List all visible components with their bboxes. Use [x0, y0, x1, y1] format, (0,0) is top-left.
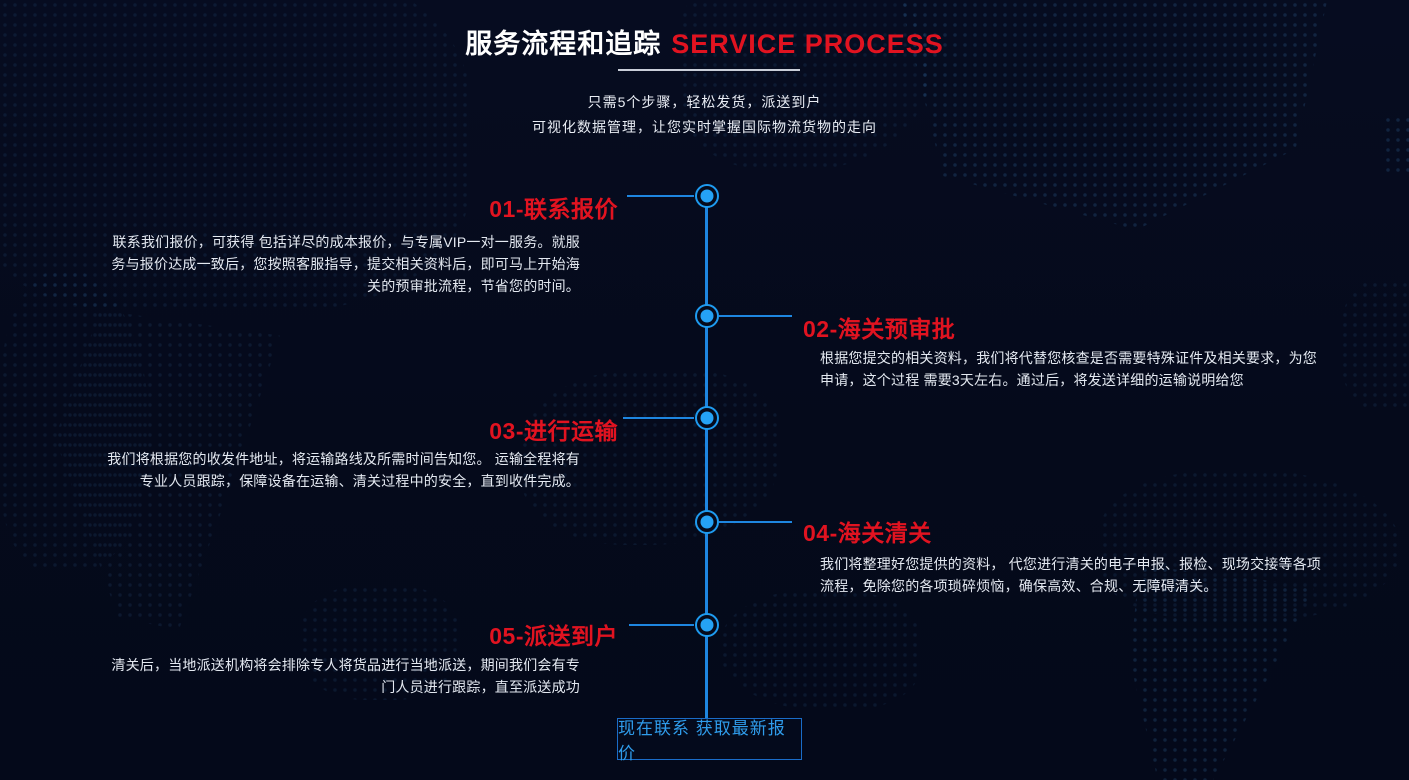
step-5-description: 清关后，当地派送机构将会排除专人将货品进行当地派送，期间我们会有专门人员进行跟踪… [111, 657, 580, 695]
step-2-title: 02-海关预审批 [803, 316, 956, 342]
step-3-description: 我们将根据您的收发件地址，将运输路线及所需时间告知您。 运输全程将有专业人员跟踪… [107, 451, 580, 489]
map-dots-patch [1100, 470, 1400, 620]
map-dots-patch [0, 270, 150, 570]
contact-quote-button[interactable]: 现在联系 获取最新报价 [617, 718, 802, 763]
page-title-chinese: 服务流程和追踪 [465, 29, 662, 59]
timeline-node-dot [700, 515, 714, 529]
connector-step-1 [627, 195, 694, 197]
step-1-description: 联系我们报价，可获得 包括详尽的成本报价，与专属VIP一对一服务。就服务与报价达… [111, 234, 580, 294]
step-4-description: 我们将整理好您提供的资料， 代您进行清关的电子申报、报检、现场交接等各项流程，免… [820, 556, 1322, 594]
timeline-node-dot [700, 618, 714, 632]
map-dots-patch [1130, 565, 1315, 780]
page-title: 服务流程和追踪 SERVICE PROCESS [0, 22, 1409, 61]
title-divider [618, 69, 800, 71]
map-dots-patch [720, 590, 920, 710]
timeline-node-2 [695, 304, 719, 328]
map-dots-patch [1340, 280, 1409, 410]
timeline-node-4 [695, 510, 719, 534]
connector-step-4 [719, 521, 792, 523]
step-5-title: 05-派送到户 [489, 623, 618, 649]
timeline-node-dot [700, 309, 714, 323]
subtitle-line-1: 只需5个步骤，轻松发货，派送到户 [587, 94, 822, 110]
step-1-title: 01-联系报价 [489, 196, 618, 222]
connector-step-3 [623, 417, 694, 419]
timeline-vertical-line [705, 196, 708, 718]
connector-step-2 [719, 315, 792, 317]
step-4-title: 04-海关清关 [803, 520, 932, 546]
timeline-node-dot [700, 411, 714, 425]
page-title-english: SERVICE PROCESS [671, 29, 944, 59]
connector-step-5 [629, 624, 694, 626]
step-3-title: 03-进行运输 [489, 418, 618, 444]
timeline-node-dot [700, 189, 714, 203]
subtitle-line-2: 可视化数据管理，让您实时掌握国际物流货物的走向 [532, 119, 877, 135]
timeline-node-3 [695, 406, 719, 430]
timeline-node-5 [695, 613, 719, 637]
step-2-description: 根据您提交的相关资料，我们将代替您核查是否需要特殊证件及相关要求，为您申请，这个… [820, 350, 1317, 388]
timeline-node-1 [695, 184, 719, 208]
